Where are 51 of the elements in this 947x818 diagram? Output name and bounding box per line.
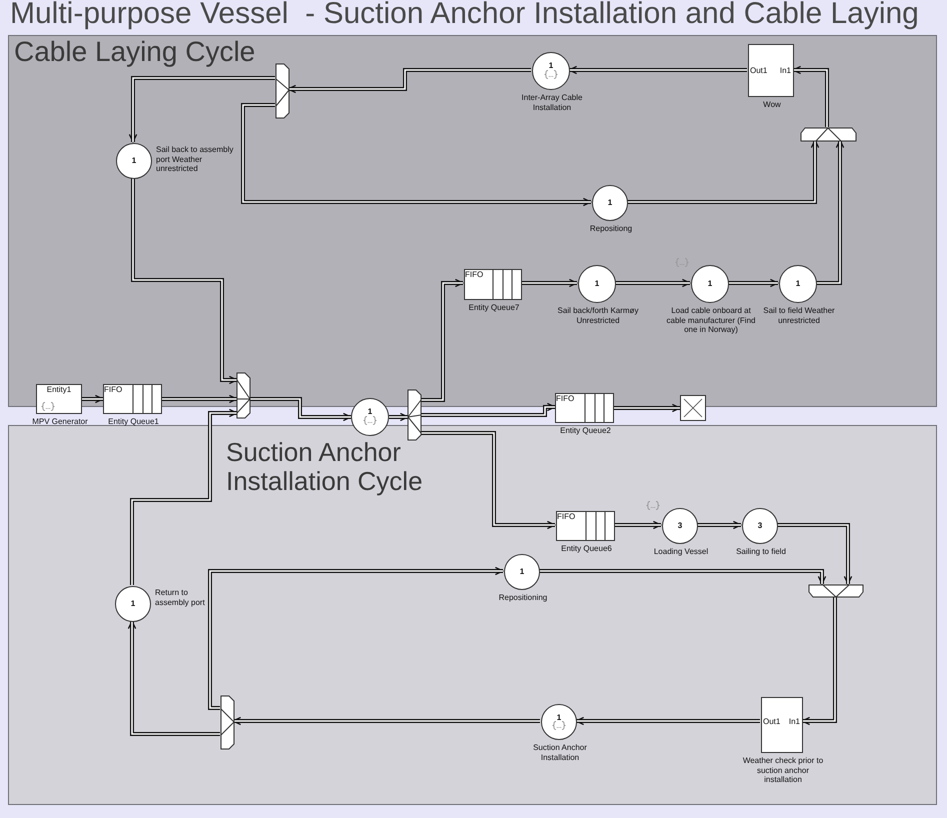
capacity-number: 1	[794, 279, 802, 289]
path-combiner-block	[408, 390, 421, 440]
group-panel	[8, 425, 937, 805]
block-label: Sail back/forth Karmøy Unrestricted	[556, 306, 640, 325]
block-label: Sailing to field	[735, 547, 787, 556]
entity-sink-block	[680, 395, 706, 421]
output-switch-block	[221, 696, 234, 749]
capacity-number: 1	[518, 567, 526, 577]
panel-title: Suction Anchor Installation Cycle	[226, 438, 424, 496]
block-label: Repositioning	[498, 593, 548, 602]
block-label: Suction Anchor Installation	[532, 743, 588, 762]
block-label: Load cable onboard at cable manufacturer (Find one in Norway)	[666, 306, 756, 334]
port-label: In1	[780, 66, 791, 76]
block-label: Sail to field Weather unrestricted	[762, 306, 836, 325]
queue-type-label: FIFO	[104, 385, 122, 394]
capacity-number: 1	[556, 713, 562, 723]
port-label: In1	[788, 717, 800, 727]
path-combiner-block	[809, 585, 863, 597]
block-label: Entity Queue1	[107, 417, 160, 426]
capacity-number: 3	[676, 521, 684, 531]
group-panel	[8, 35, 937, 407]
block-label: Entity Queue2	[559, 426, 612, 436]
path-combiner-block	[237, 373, 250, 418]
path-combiner-block	[801, 128, 856, 141]
block-label: Sail back to assembly port Weather unrestricted	[156, 145, 234, 174]
capacity-number: 1	[594, 279, 600, 289]
capacity-number: 1	[706, 279, 714, 289]
output-switch-block	[276, 64, 289, 118]
block-label: Repositiong	[588, 224, 634, 234]
queue-type-label: FIFO	[465, 270, 484, 279]
block-label: Entity Queue7	[468, 303, 520, 312]
block-label: Loading Vessel	[652, 547, 710, 556]
entity-type-label: Entity1	[46, 385, 72, 394]
block-label: Wow	[762, 100, 782, 110]
queue-type-label: FIFO	[557, 512, 576, 521]
port-label: Out1	[750, 66, 768, 76]
block-label: Weather check prior to suction anchor installation	[742, 756, 824, 784]
capacity-number: 1	[548, 61, 554, 71]
capacity-number: 1	[366, 407, 374, 417]
block-label: MPV Generator	[31, 417, 89, 426]
block-label: Inter-Array Cable Installation	[520, 93, 584, 112]
capacity-number: 1	[130, 599, 136, 609]
block-label: Return to assembly port	[155, 588, 206, 607]
capacity-number: 3	[756, 521, 764, 531]
panel-title: Cable Laying Cycle	[14, 36, 256, 67]
diagram-title: Multi-purpose Vessel - Suction Anchor Installation and Cable Laying	[10, 0, 919, 31]
capacity-number: 1	[130, 156, 138, 166]
queue-type-label: FIFO	[556, 394, 574, 403]
capacity-number: 1	[606, 198, 614, 208]
port-label: Out1	[763, 717, 780, 727]
block-label: Entity Queue6	[560, 544, 613, 554]
